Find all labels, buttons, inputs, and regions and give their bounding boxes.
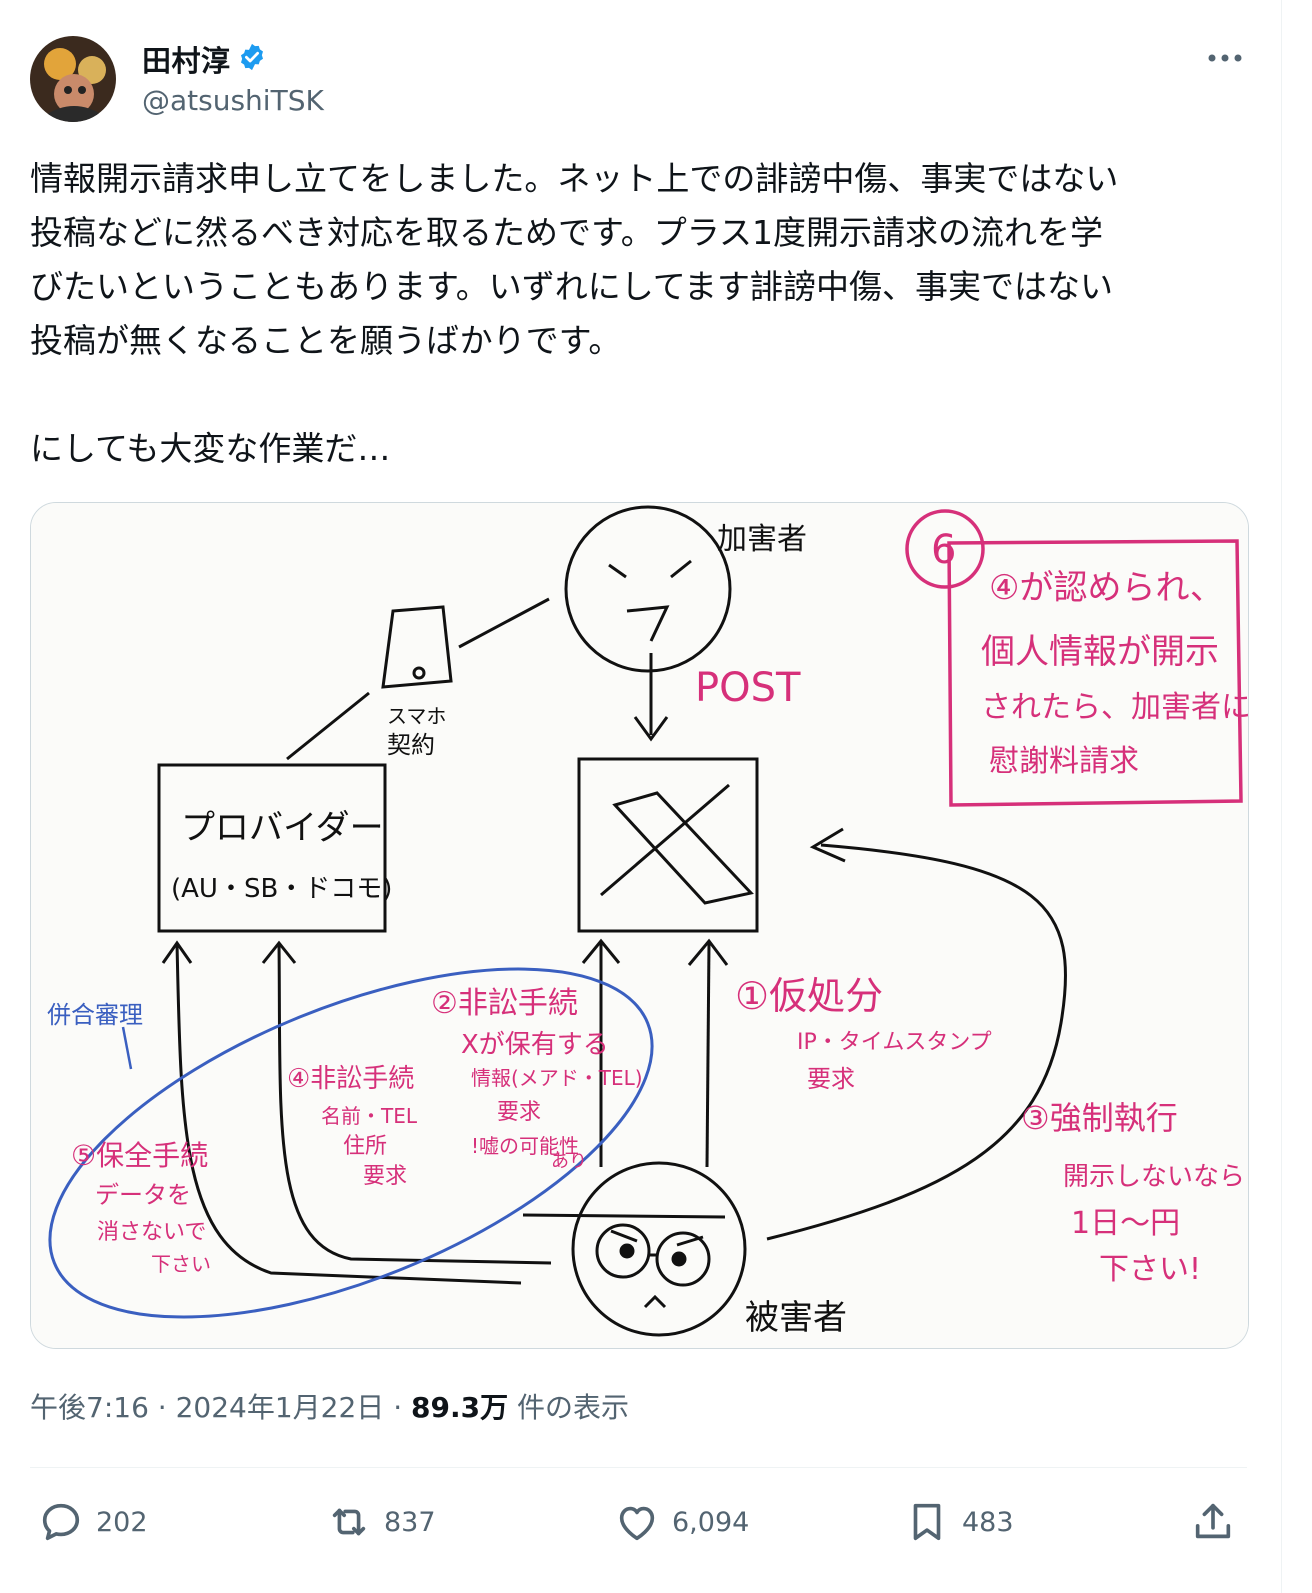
tweet-image[interactable]: 加害者 スマホ 契約 プロバイダー (AU・SB・ドコモ) POST bbox=[30, 502, 1249, 1349]
more-options-icon[interactable] bbox=[1200, 38, 1250, 78]
bookmark-icon bbox=[913, 1503, 941, 1541]
user-handle[interactable]: @atsushiTSK bbox=[142, 84, 324, 117]
combined-trial-ellipse bbox=[48, 967, 654, 1319]
bookmark-count: 483 bbox=[962, 1506, 1014, 1538]
phone-icon bbox=[286, 597, 550, 761]
display-name[interactable]: 田村淳 bbox=[142, 44, 231, 78]
step5-line1: ⑤保全手続 bbox=[71, 1139, 208, 1172]
step6-line3: されたら、加害者に bbox=[981, 690, 1248, 725]
contract-label: 契約 bbox=[387, 731, 435, 759]
step4-line4: 要求 bbox=[363, 1164, 407, 1189]
step2-line1: ②非訟手続 bbox=[431, 986, 578, 1021]
step4-line1: ④非訟手続 bbox=[287, 1064, 414, 1094]
share-button[interactable] bbox=[1190, 1497, 1236, 1547]
step6-number: 6 bbox=[931, 527, 956, 573]
reply-icon bbox=[42, 1503, 80, 1541]
carriers-label: (AU・SB・ドコモ) bbox=[171, 874, 392, 904]
step4-line2: 名前・TEL bbox=[321, 1104, 418, 1128]
share-icon bbox=[1195, 1503, 1231, 1539]
tweet-time[interactable]: 午後7:16 bbox=[30, 1391, 149, 1424]
provider-label: プロバイダー bbox=[181, 808, 384, 848]
reply-button[interactable]: 202 bbox=[38, 1497, 148, 1547]
step1-line1: ①仮処分 bbox=[735, 974, 883, 1018]
step5-line2: データを bbox=[95, 1181, 191, 1209]
tweet-text: 情報開示請求申し立てをしました。ネット上での誹謗中傷、事実ではない 投稿などに然… bbox=[30, 159, 1119, 468]
view-count-label: 件の表示 bbox=[517, 1391, 630, 1424]
step1-line3: 要求 bbox=[807, 1065, 855, 1093]
step2-line2: Xが保有する bbox=[461, 1030, 609, 1060]
step5-line3: 消さないで bbox=[97, 1220, 206, 1245]
attacker-label: 加害者 bbox=[717, 522, 807, 557]
repost-count: 837 bbox=[384, 1506, 436, 1538]
step3-line4: 下さい! bbox=[1099, 1252, 1201, 1287]
provider-arrows bbox=[161, 940, 552, 1285]
meta-separator: · bbox=[157, 1391, 167, 1424]
step2-line5: !嘘の可能性 bbox=[471, 1134, 579, 1158]
divider bbox=[30, 1467, 1247, 1468]
verified-badge-icon bbox=[237, 42, 267, 76]
victim-face bbox=[522, 1161, 747, 1337]
step6-line1: ④が認められ、 bbox=[989, 568, 1224, 608]
step3-line1: ③強制執行 bbox=[1021, 1099, 1178, 1137]
step2-line6: あり bbox=[551, 1151, 587, 1172]
like-button[interactable]: 6,094 bbox=[614, 1497, 749, 1547]
post-label: POST bbox=[695, 665, 801, 711]
step6-box bbox=[905, 509, 1243, 807]
column-border bbox=[1281, 0, 1282, 1593]
heart-icon bbox=[619, 1506, 655, 1541]
step2-line3: 情報(メアド・TEL) bbox=[471, 1066, 643, 1090]
bookmark-button[interactable]: 483 bbox=[904, 1497, 1014, 1547]
step6-line4: 慰謝料請求 bbox=[989, 744, 1139, 779]
step6-line2: 個人情報が開示 bbox=[981, 632, 1219, 672]
repost-icon bbox=[332, 1508, 366, 1536]
step3-line3: 1日〜円 bbox=[1071, 1206, 1180, 1241]
view-count: 89.3万 bbox=[411, 1391, 509, 1424]
repost-button[interactable]: 837 bbox=[326, 1497, 436, 1547]
x-arrows bbox=[581, 938, 729, 1168]
tweet-date[interactable]: 2024年1月22日 bbox=[175, 1391, 385, 1424]
reply-count: 202 bbox=[96, 1506, 148, 1538]
step5-line4: 下さい bbox=[151, 1252, 211, 1276]
attacker-face bbox=[564, 505, 732, 673]
phone-label: スマホ bbox=[387, 704, 446, 728]
step1-line2: IP・タイムスタンプ bbox=[797, 1030, 992, 1055]
like-count: 6,094 bbox=[672, 1506, 750, 1538]
step3-line2: 開示しないなら bbox=[1063, 1162, 1245, 1192]
tweet-meta: 午後7:16 · 2024年1月22日 · 89.3万 件の表示 bbox=[30, 1386, 629, 1426]
x-platform-box bbox=[577, 757, 759, 933]
step4-line3: 住所 bbox=[343, 1134, 387, 1159]
step2-line4: 要求 bbox=[497, 1100, 541, 1125]
combined-trial-label: 併合審理 bbox=[47, 1001, 143, 1029]
avatar[interactable] bbox=[30, 36, 116, 122]
meta-separator: · bbox=[393, 1391, 403, 1424]
provider-box bbox=[157, 763, 387, 933]
post-arrow bbox=[633, 653, 669, 742]
enforcement-curve bbox=[766, 827, 1068, 1241]
victim-label: 被害者 bbox=[745, 1298, 847, 1338]
